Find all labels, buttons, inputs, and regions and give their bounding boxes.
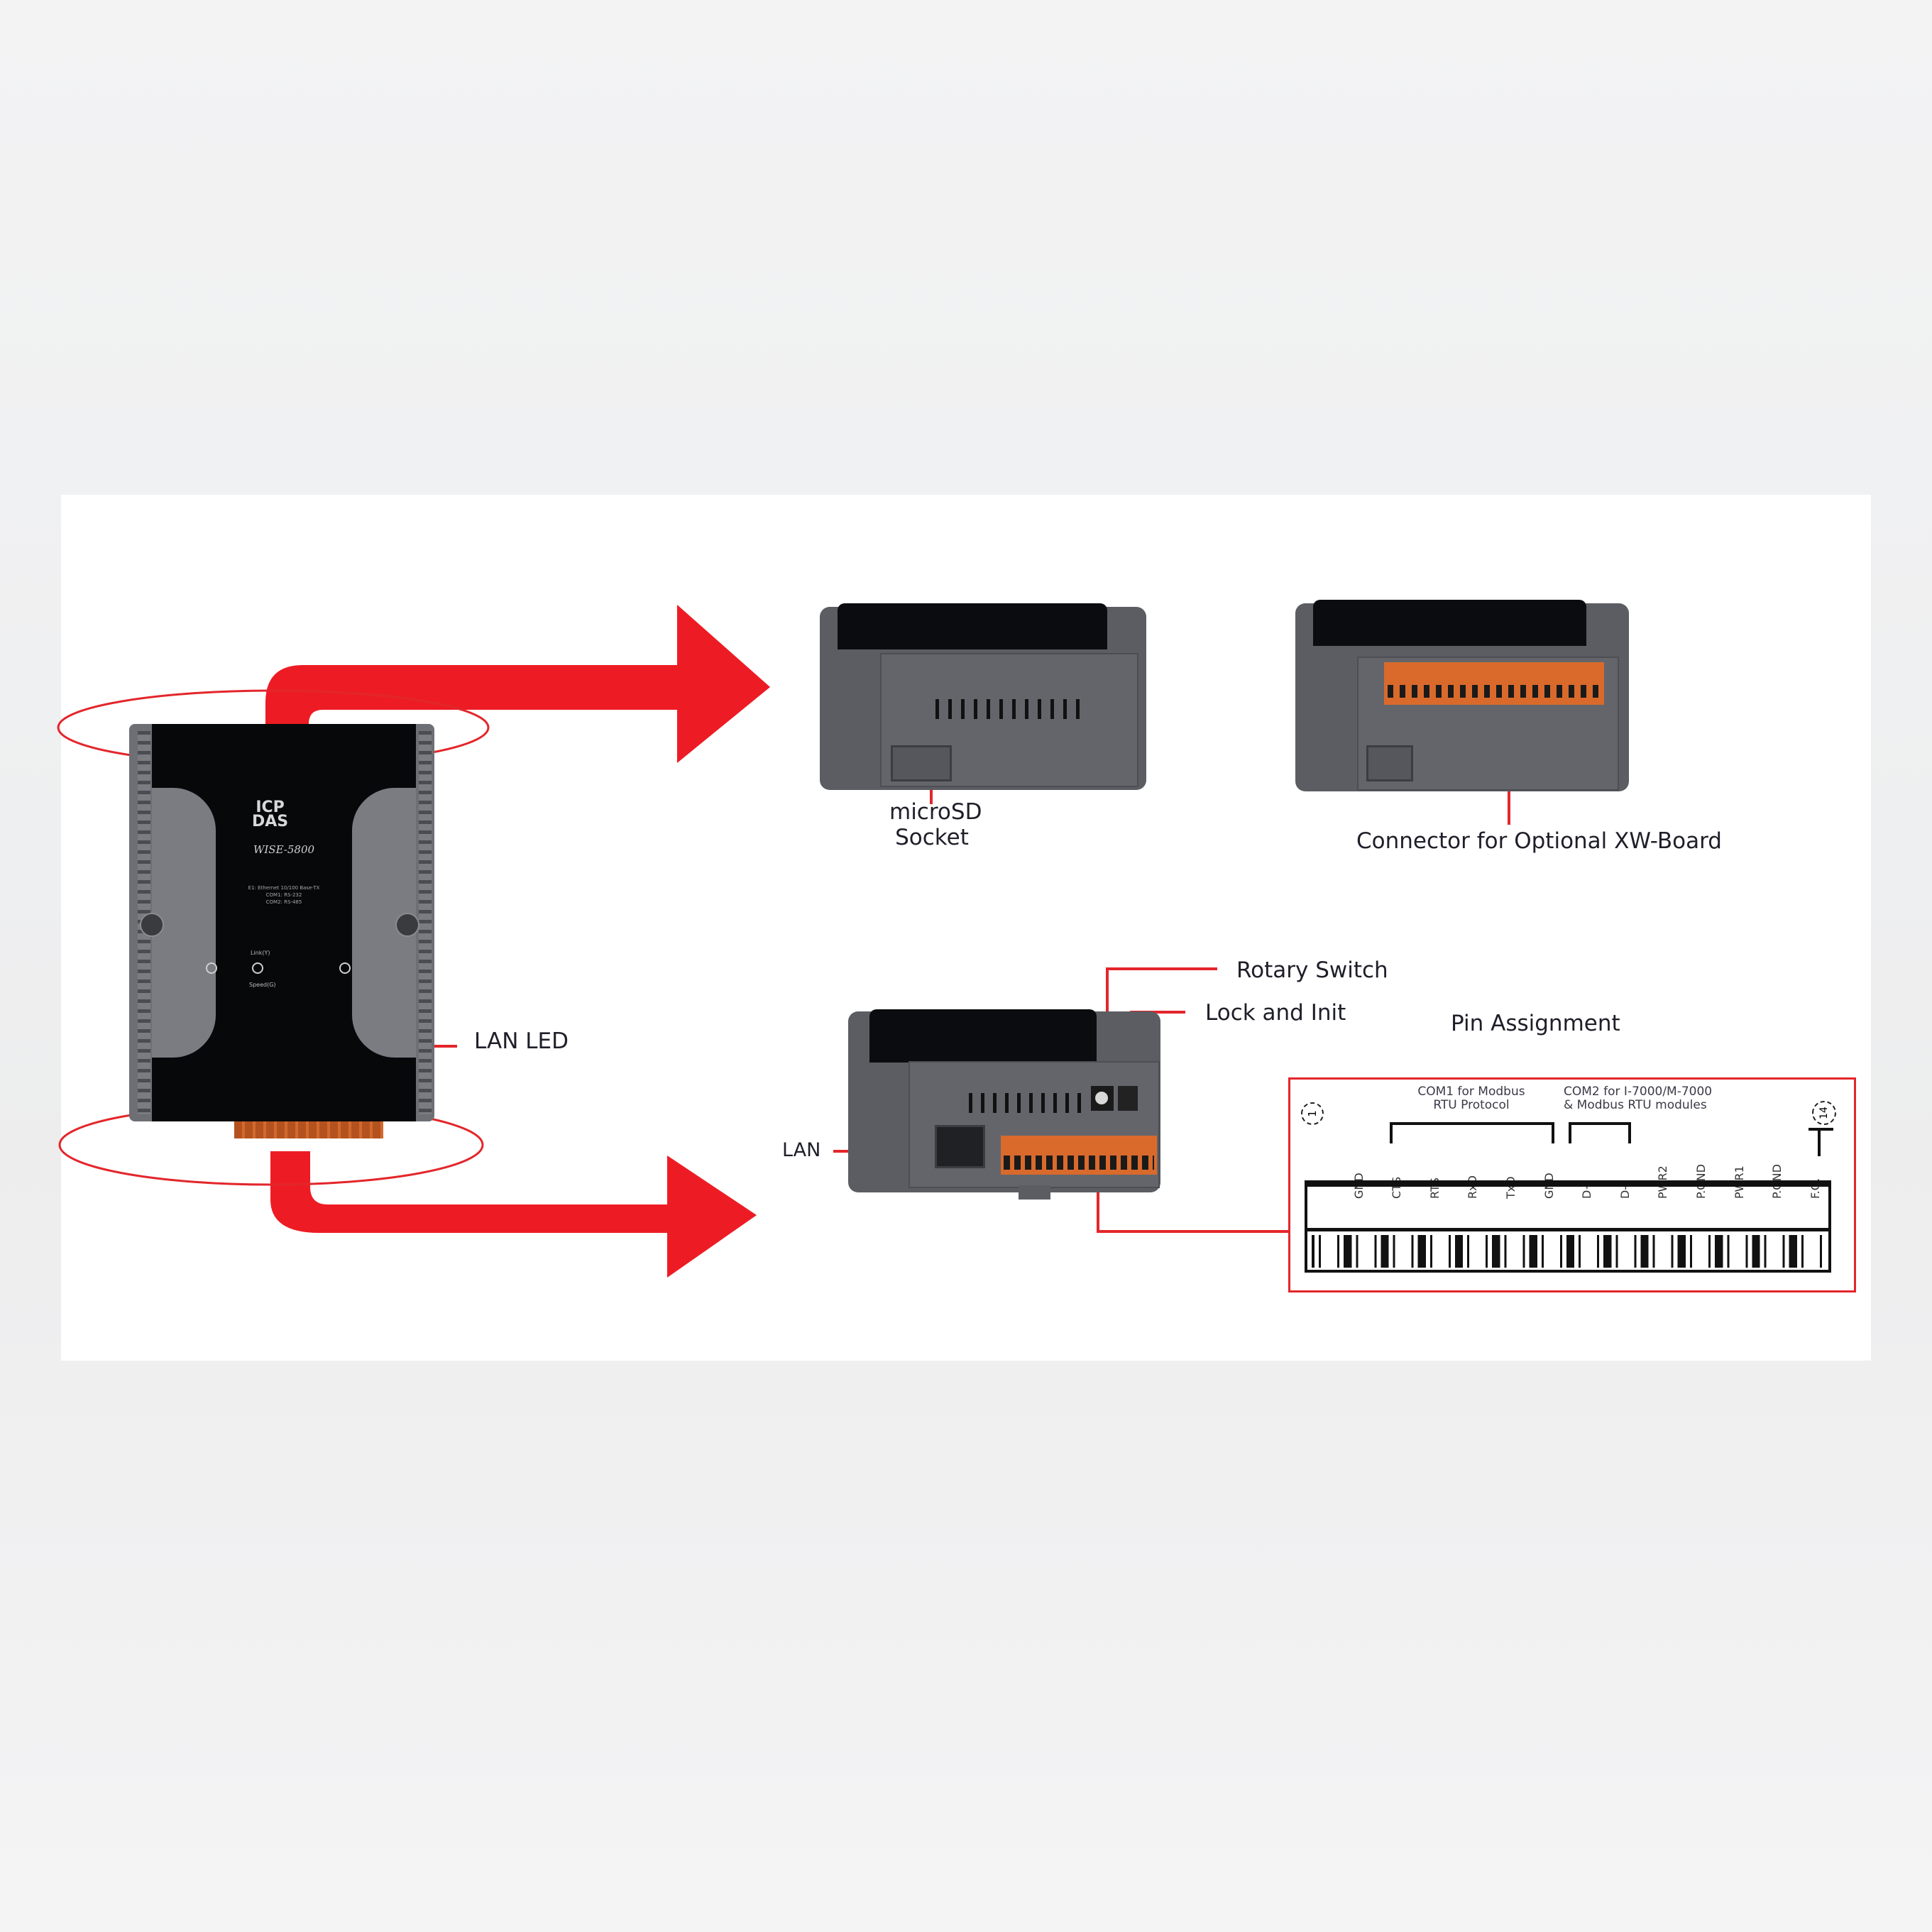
pin1-marker: 1 <box>1301 1102 1324 1125</box>
microsd-slot[interactable] <box>891 745 952 781</box>
din-clip <box>1019 1185 1050 1200</box>
xw-connector-label: Connector for Optional XW-Board <box>1356 828 1722 854</box>
right-screw-icon <box>395 913 419 937</box>
device-top <box>838 603 1107 649</box>
lan-port[interactable] <box>935 1125 985 1168</box>
model-name: WISE-5800 <box>253 843 315 856</box>
left-screw-icon <box>140 913 164 937</box>
lan-label: LAN <box>782 1139 821 1161</box>
com2-bracket <box>1569 1122 1631 1143</box>
pin-assignment-box: 1 14 COM1 for Modbus RTU Protocol COM2 f… <box>1288 1077 1856 1292</box>
spec-text: E1: Ethernet 10/100 Base-TX COM1: RS-232… <box>248 885 320 905</box>
terminal-slots <box>1312 1235 1824 1268</box>
lock-init-label: Lock and Init <box>1205 1000 1346 1026</box>
device-top <box>869 1009 1097 1063</box>
led-lan-icon <box>252 962 263 974</box>
pin-assignment-title: Pin Assignment <box>1451 1011 1620 1036</box>
lock-init-switch[interactable] <box>1118 1086 1138 1111</box>
vent-slots <box>969 1093 1090 1113</box>
led-speed-label: Speed(G) <box>249 982 276 988</box>
vent-slots <box>935 699 1085 719</box>
right-grip <box>419 731 432 1114</box>
ground-icon <box>1818 1128 1821 1156</box>
device-top <box>1313 600 1586 646</box>
rotary-switch-label: Rotary Switch <box>1236 957 1388 983</box>
bottom-terminal-strip <box>234 1121 383 1138</box>
led-l1-icon <box>206 962 217 974</box>
rotary-switch[interactable] <box>1091 1086 1114 1111</box>
microsd-slot <box>1366 745 1413 781</box>
com2-group-label: COM2 for I-7000/M-7000 & Modbus RTU modu… <box>1564 1085 1713 1112</box>
com1-group-label: COM1 for Modbus RTU Protocol <box>1417 1085 1525 1112</box>
com1-bracket <box>1390 1122 1554 1143</box>
xw-pin-holes <box>1388 685 1601 698</box>
rotary-dial-icon <box>1095 1092 1108 1104</box>
bottom-arrow-icon <box>270 1151 757 1278</box>
terminal-block-drawing <box>1305 1180 1831 1273</box>
microsd-label: microSD Socket <box>889 799 982 850</box>
lan-led-label: LAN LED <box>474 1028 569 1054</box>
led-l2-icon <box>339 962 351 974</box>
led-link-label: Link(Y) <box>251 950 270 956</box>
top-arrow-icon <box>265 605 770 763</box>
brand-logo: ICP DAS <box>252 798 289 830</box>
terminal-holes <box>1004 1156 1154 1170</box>
xw-connector[interactable] <box>1384 662 1604 705</box>
terminal-callout-line <box>1097 1178 1288 1233</box>
pin14-marker: 14 <box>1812 1101 1836 1125</box>
